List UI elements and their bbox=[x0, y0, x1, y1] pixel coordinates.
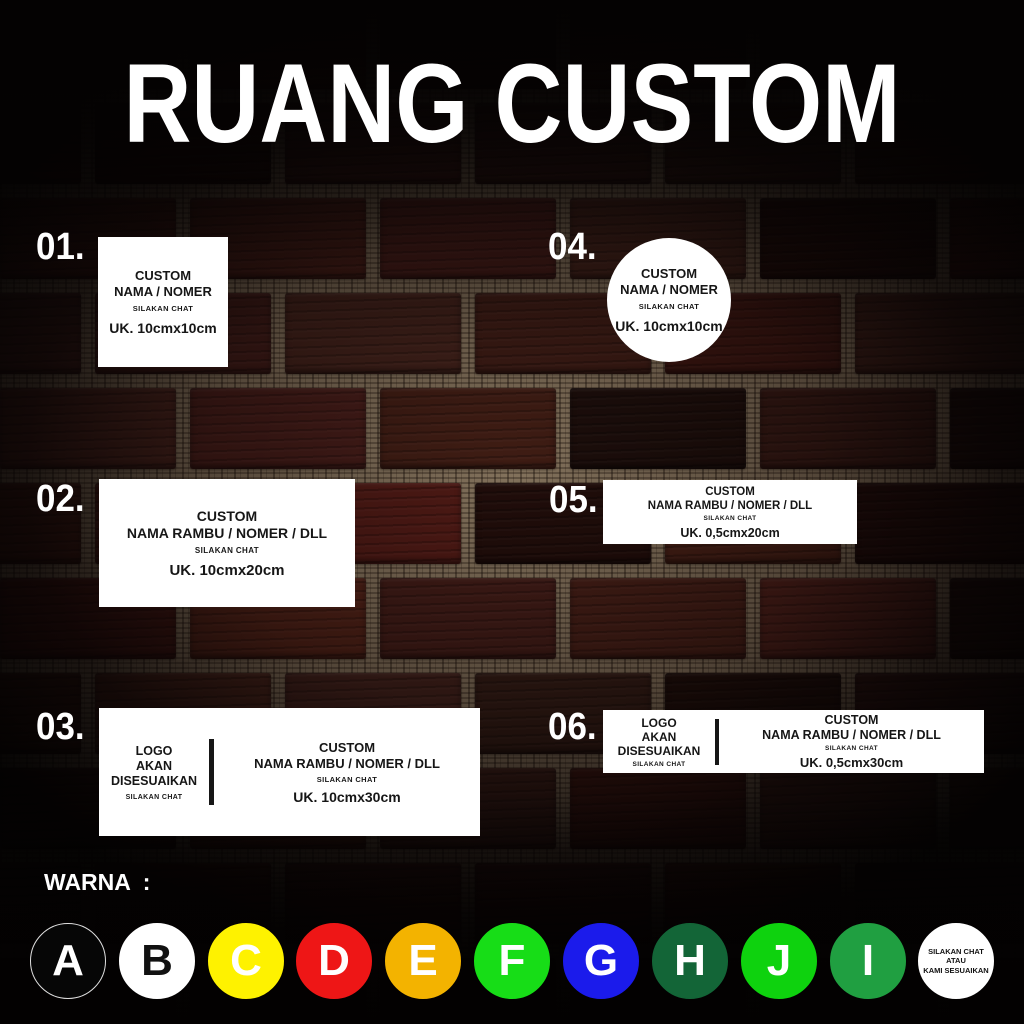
card-heading-line: CUSTOM bbox=[196, 507, 258, 524]
swatch-letter: C bbox=[230, 936, 262, 985]
item-05-card-slim-rectangle: CUSTOM NAMA RAMBU / NOMER / DLL SILAKAN … bbox=[603, 480, 857, 544]
swatch-letter: E bbox=[408, 936, 438, 985]
swatch-letter: I bbox=[861, 936, 875, 985]
card-heading-line: NAMA RAMBU / NOMER / DLL bbox=[647, 499, 813, 512]
card-text-column: CUSTOM NAMA RAMBU / NOMER / DLL SILAKAN … bbox=[719, 710, 984, 773]
card-heading-line: NAMA / NOMER bbox=[620, 282, 718, 297]
card-chat-note: SILAKAN CHAT bbox=[194, 545, 260, 555]
card-heading-line: CUSTOM bbox=[640, 266, 698, 281]
card-heading-line: NAMA / NOMER bbox=[114, 284, 212, 299]
card-chat-note: SILAKAN CHAT bbox=[824, 745, 879, 752]
item-02-number: 02. bbox=[36, 478, 85, 520]
color-swatch-i: I bbox=[830, 923, 906, 999]
swatch-letter: H bbox=[674, 936, 706, 985]
item-06-card-logo-slim-rectangle: LOGO AKAN DISESUAIKAN SILAKAN CHAT CUSTO… bbox=[603, 710, 984, 773]
item-01-card-square: CUSTOM NAMA / NOMER SILAKAN CHAT UK. 10c… bbox=[98, 237, 228, 367]
card-heading-line: NAMA RAMBU / NOMER / DLL bbox=[254, 755, 440, 771]
card-heading-line: NAMA RAMBU / NOMER / DLL bbox=[762, 728, 941, 742]
page-title: RUANG CUSTOM bbox=[123, 41, 901, 166]
card-chat-note: SILAKAN CHAT bbox=[703, 514, 757, 522]
card-size: UK. 0,5cmx20cm bbox=[680, 525, 780, 540]
card-logo-column: LOGO AKAN DISESUAIKAN SILAKAN CHAT bbox=[99, 708, 209, 836]
color-swatch-custom-chat: SILAKAN CHAT ATAU KAMI SESUAIKAN bbox=[918, 923, 994, 999]
chat-swatch-line: KAMI SESUAIKAN bbox=[923, 965, 989, 975]
card-logo-column: LOGO AKAN DISESUAIKAN SILAKAN CHAT bbox=[603, 710, 715, 773]
logo-chat-note: SILAKAN CHAT bbox=[632, 760, 686, 768]
swatch-letter: A bbox=[52, 936, 84, 985]
card-heading-line: CUSTOM bbox=[318, 739, 376, 755]
chat-swatch-line: ATAU bbox=[946, 956, 966, 966]
card-heading-line: CUSTOM bbox=[705, 485, 755, 498]
card-size: UK. 10cmx10cm bbox=[109, 320, 217, 336]
card-heading-line: NAMA RAMBU / NOMER / DLL bbox=[126, 524, 328, 541]
color-swatch-a: A bbox=[30, 923, 106, 999]
card-size: UK. 10cmx10cm bbox=[615, 318, 723, 334]
card-heading-line: CUSTOM bbox=[824, 713, 879, 727]
item-03-card-logo-rectangle: LOGO AKAN DISESUAIKAN SILAKAN CHAT CUSTO… bbox=[99, 708, 480, 836]
color-swatch-j: J bbox=[741, 923, 817, 999]
chat-swatch-line: SILAKAN CHAT bbox=[928, 946, 984, 956]
card-chat-note: SILAKAN CHAT bbox=[132, 304, 194, 313]
swatch-letter: D bbox=[318, 936, 350, 985]
swatch-letter: B bbox=[141, 936, 173, 985]
color-swatch-e: E bbox=[385, 923, 461, 999]
card-chat-note: SILAKAN CHAT bbox=[316, 774, 378, 784]
swatch-letter: G bbox=[583, 936, 619, 985]
color-swatch-c: C bbox=[208, 923, 284, 999]
swatch-letter: J bbox=[766, 936, 792, 985]
card-size: UK. 10cmx20cm bbox=[169, 561, 285, 579]
item-04-card-circle: CUSTOM NAMA / NOMER SILAKAN CHAT UK. 10c… bbox=[607, 238, 731, 362]
color-swatch-b: B bbox=[119, 923, 195, 999]
card-chat-note: SILAKAN CHAT bbox=[638, 302, 700, 311]
color-swatch-d: D bbox=[296, 923, 372, 999]
item-02-card-rectangle: CUSTOM NAMA RAMBU / NOMER / DLL SILAKAN … bbox=[99, 479, 355, 607]
color-swatch-f: F bbox=[474, 923, 550, 999]
card-text-column: CUSTOM NAMA RAMBU / NOMER / DLL SILAKAN … bbox=[214, 708, 480, 836]
color-swatch-h: H bbox=[652, 923, 728, 999]
item-06-number: 06. bbox=[548, 706, 597, 748]
item-04-number: 04. bbox=[548, 226, 597, 268]
card-size: UK. 0,5cmx30cm bbox=[799, 755, 904, 770]
logo-heading-line: LOGO bbox=[135, 743, 173, 758]
color-swatch-g: G bbox=[563, 923, 639, 999]
item-05-number: 05. bbox=[549, 479, 598, 521]
swatch-letter: F bbox=[498, 936, 526, 985]
logo-heading-line: AKAN DISESUAIKAN bbox=[617, 729, 701, 758]
logo-heading-line: LOGO bbox=[641, 715, 677, 730]
item-01-number: 01. bbox=[36, 226, 85, 268]
logo-heading-line: AKAN DISESUAIKAN bbox=[110, 758, 198, 788]
logo-chat-note: SILAKAN CHAT bbox=[125, 793, 183, 801]
card-size: UK. 10cmx30cm bbox=[293, 788, 401, 805]
item-03-number: 03. bbox=[36, 706, 85, 748]
card-heading-line: CUSTOM bbox=[134, 268, 192, 283]
colors-label: WARNA : bbox=[44, 869, 151, 895]
